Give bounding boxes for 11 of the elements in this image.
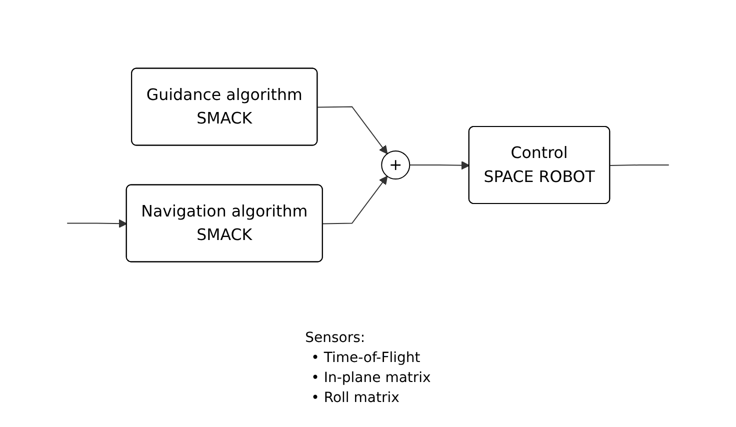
node-circle bbox=[381, 150, 410, 180]
arrow bbox=[66, 219, 128, 228]
arrow bbox=[409, 161, 470, 170]
arrow bbox=[317, 106, 388, 154]
block-diagram: Guidance algorithm SMACK + Control SPACE ROBOT Navigation algorithm SMACK bbox=[0, 0, 736, 330]
list-item: • In-plane matrix bbox=[311, 370, 431, 386]
list-item: • Time-of-Flight bbox=[311, 350, 422, 366]
connector bbox=[610, 164, 670, 166]
arrow bbox=[322, 176, 388, 224]
list-item: • Roll matrix bbox=[311, 390, 400, 406]
list-heading: Sensors: bbox=[305, 330, 366, 346]
